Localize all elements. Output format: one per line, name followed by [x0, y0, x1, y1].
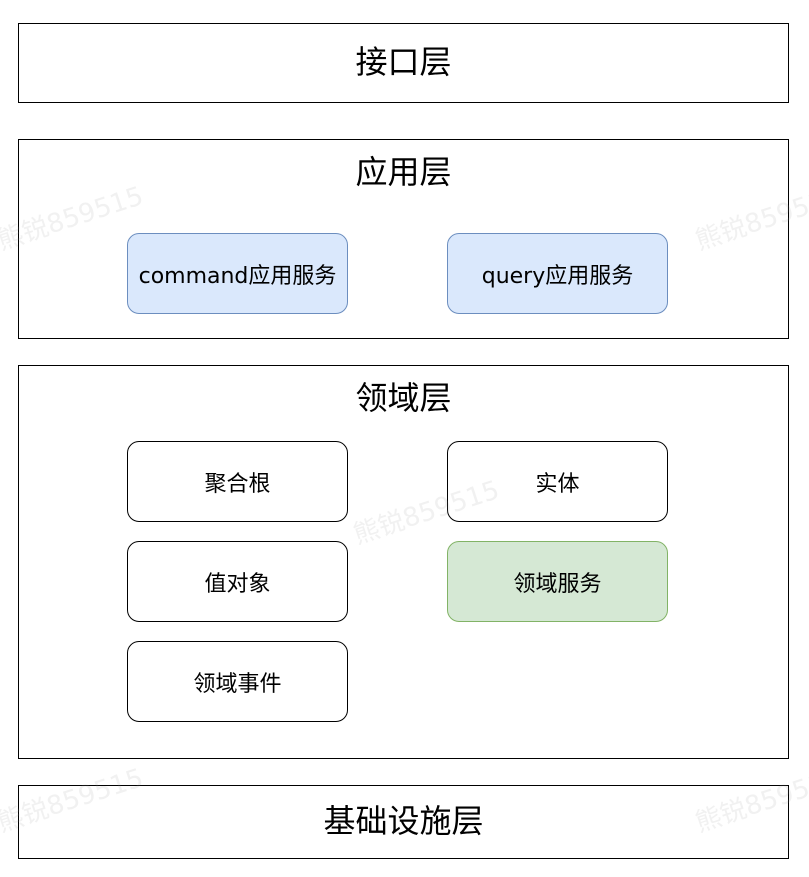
aggregate-root-box: 聚合根: [127, 441, 348, 522]
query-service-box: query应用服务: [447, 233, 668, 314]
entity-box: 实体: [447, 441, 668, 522]
value-object-box: 值对象: [127, 541, 348, 622]
application-layer-title: 应用层: [355, 153, 452, 191]
domain-layer-title: 领域层: [355, 379, 452, 417]
command-service-box: command应用服务: [127, 233, 348, 314]
infrastructure-layer-title: 基础设施层: [323, 802, 484, 840]
domain-event-box: 领域事件: [127, 641, 348, 722]
interface-layer: 接口层: [18, 23, 789, 103]
domain-service-box: 领域服务: [447, 541, 668, 622]
infrastructure-layer: 基础设施层: [18, 785, 789, 859]
interface-layer-title: 接口层: [355, 43, 452, 81]
